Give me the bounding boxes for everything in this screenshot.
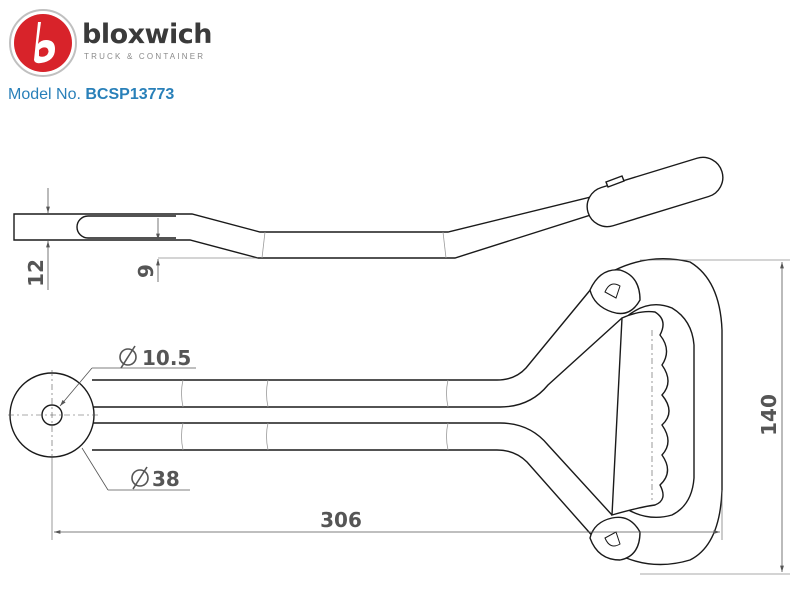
side-view-profile xyxy=(13,195,601,259)
dim-thickness: 12 xyxy=(24,259,48,287)
handle-outer-frame xyxy=(594,258,723,566)
model-number-line: Model No. BCSP13773 xyxy=(8,85,174,105)
brand-name: bloxwich xyxy=(82,19,212,50)
model-number: BCSP13773 xyxy=(85,86,175,103)
dim-offset: 9 xyxy=(134,264,158,278)
top-view xyxy=(9,258,723,566)
grip-logo-lower xyxy=(604,531,621,547)
grip-logo-upper xyxy=(604,283,621,299)
brand-tagline: TRUCK & CONTAINER xyxy=(84,52,206,61)
side-view-grip-tab xyxy=(605,175,625,188)
side-view-dimensions xyxy=(46,188,258,290)
dim-boss-diameter: 38 xyxy=(152,467,180,491)
handle-inner-frame xyxy=(624,304,695,518)
side-view xyxy=(13,156,724,259)
top-view-dimensions xyxy=(51,259,790,575)
model-label: Model No. xyxy=(8,86,81,103)
side-view-grip xyxy=(586,156,724,228)
lower-arm xyxy=(92,422,613,541)
wavy-grip xyxy=(611,310,670,516)
dim-length: 306 xyxy=(320,508,362,532)
diameter-symbol-boss xyxy=(131,466,149,490)
upper-arm xyxy=(92,282,623,408)
bloxwich-logo xyxy=(9,9,77,77)
centerlines xyxy=(8,330,653,500)
dim-width: 140 xyxy=(757,394,781,436)
side-view-slot xyxy=(76,215,176,239)
dim-hole-diameter: 10.5 xyxy=(142,346,191,370)
diameter-symbol-hole xyxy=(119,345,137,369)
